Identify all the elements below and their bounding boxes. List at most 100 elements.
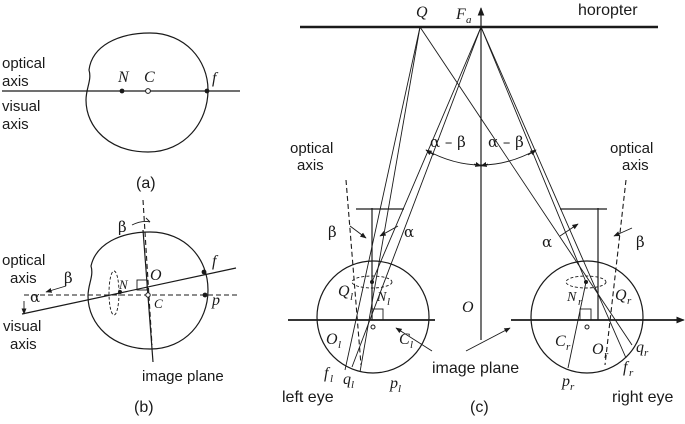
right-eye-label: right eye [612,389,673,406]
left-alpha-label: α [404,223,414,241]
caption-b: (b) [134,399,154,416]
label-p-b: p [211,292,220,309]
left-eyeball [316,260,430,374]
optical-axis-label-a-2: axis [2,73,29,90]
optical-axis-right-1: optical [610,140,653,157]
label-Fa-sub: a [466,14,472,26]
label-pr-sub: r [570,381,575,393]
label-pl: p [389,375,398,392]
center-point-C-a [145,88,151,94]
right-alpha-label: α [542,233,552,251]
label-fl: f [324,365,331,382]
label-C-b: C [154,296,163,311]
panel-b: β β α N O C f p optical axis visual axis… [2,199,240,416]
left-beta-label: β [328,223,337,241]
left-beta-arrow [349,225,367,239]
label-N-a: N [117,69,130,86]
left-ray-from-Fa [351,26,482,368]
label-O-c: O [462,299,474,316]
point-p-b [202,292,208,298]
visual-axis-line-b [21,267,237,315]
beta-leader-arrow-b [45,285,67,293]
right-optical-axis [604,179,627,366]
label-Qr-sub: r [627,295,632,307]
fovea-point-f-b [201,269,207,275]
right-center-point [584,324,590,330]
right-alpha-arrow [559,223,579,237]
label-C-a: C [144,69,155,86]
tilted-dashed-axis-b [142,199,153,346]
label-O-b: O [150,267,162,284]
label-qr: q [636,339,644,356]
label-Cr: C [555,333,566,350]
label-Ql-sub: l [350,291,353,303]
panel-a: N C f optical axis visual axis (a) [2,32,240,192]
left-alpha-arrow [379,225,399,237]
left-ray-to-N [371,26,482,283]
image-plane-arrow-right [465,327,511,352]
label-Ol-sub: l [338,339,341,351]
caption-a: (a) [136,175,156,192]
right-ray-from-Q [419,26,633,346]
label-fr: f [623,359,630,376]
right-ray-from-Fa [480,26,627,359]
beta-arc-b [131,220,151,226]
label-ql-sub: l [351,379,354,391]
optical-axis-left-2: axis [297,157,324,174]
label-Cl-sub: l [410,339,413,351]
nodal-point-N-b [118,290,122,294]
label-ql: q [343,371,351,388]
center-point-C-b [145,292,151,298]
label-Ql: Q [338,283,350,300]
label-pl-sub: l [398,383,401,395]
label-Cl: C [399,331,410,348]
beta-label-top-b: β [118,218,127,236]
visual-axis-label-a-1: visual [2,98,40,115]
convergence-arc-right-head [527,149,537,156]
label-Qr: Q [615,287,627,304]
image-plane-label-b: image plane [142,368,224,385]
right-beta-arrow [613,227,633,237]
label-N-b: N [118,277,129,292]
horopter-label: horopter [578,2,638,19]
left-center-point [370,324,376,330]
beta-arc-tick-b [145,217,151,223]
label-pr: p [561,373,570,390]
label-f-b: f [212,253,219,270]
label-Or-sub: r [604,349,609,361]
beta-label-left-b: β [64,269,73,287]
label-Nl-sub: l [387,296,390,308]
label-Ol: O [326,331,338,348]
fovea-point-f-a [204,88,210,94]
angle-left-label: α – β [430,133,466,151]
left-eye-label: left eye [282,389,334,406]
label-Nr: N [566,290,577,305]
angle-right-label: α – β [488,133,524,151]
left-ray-from-Q [344,26,421,371]
optical-axis-label-a-1: optical [2,55,45,72]
image-plane-label-c: image plane [432,360,519,377]
label-Q: Q [416,4,428,21]
eyeball-outline-a [85,32,209,153]
left-optical-axis [345,179,362,366]
right-right-angle [579,308,592,321]
visual-axis-label-b-2: axis [10,336,37,353]
right-ray-to-N [480,26,587,283]
convergence-arc-mid-right [480,162,489,167]
visual-axis-label-a-2: axis [2,116,29,133]
right-angle-marker-b [136,279,148,291]
image-plane-arrow-left [395,327,433,352]
left-ray-q [359,26,421,373]
label-Or: O [592,341,604,358]
label-Nr-sub: r [578,296,583,308]
alpha-label-b: α [30,288,40,306]
optical-axis-label-b-2: axis [10,270,37,287]
label-Nl: N [376,290,387,305]
label-fr-sub: r [629,367,634,379]
label-qr-sub: r [644,347,649,359]
visual-axis-label-b-1: visual [3,318,41,335]
right-beta-label: β [636,233,645,251]
convergence-arc-left-head [425,149,435,156]
